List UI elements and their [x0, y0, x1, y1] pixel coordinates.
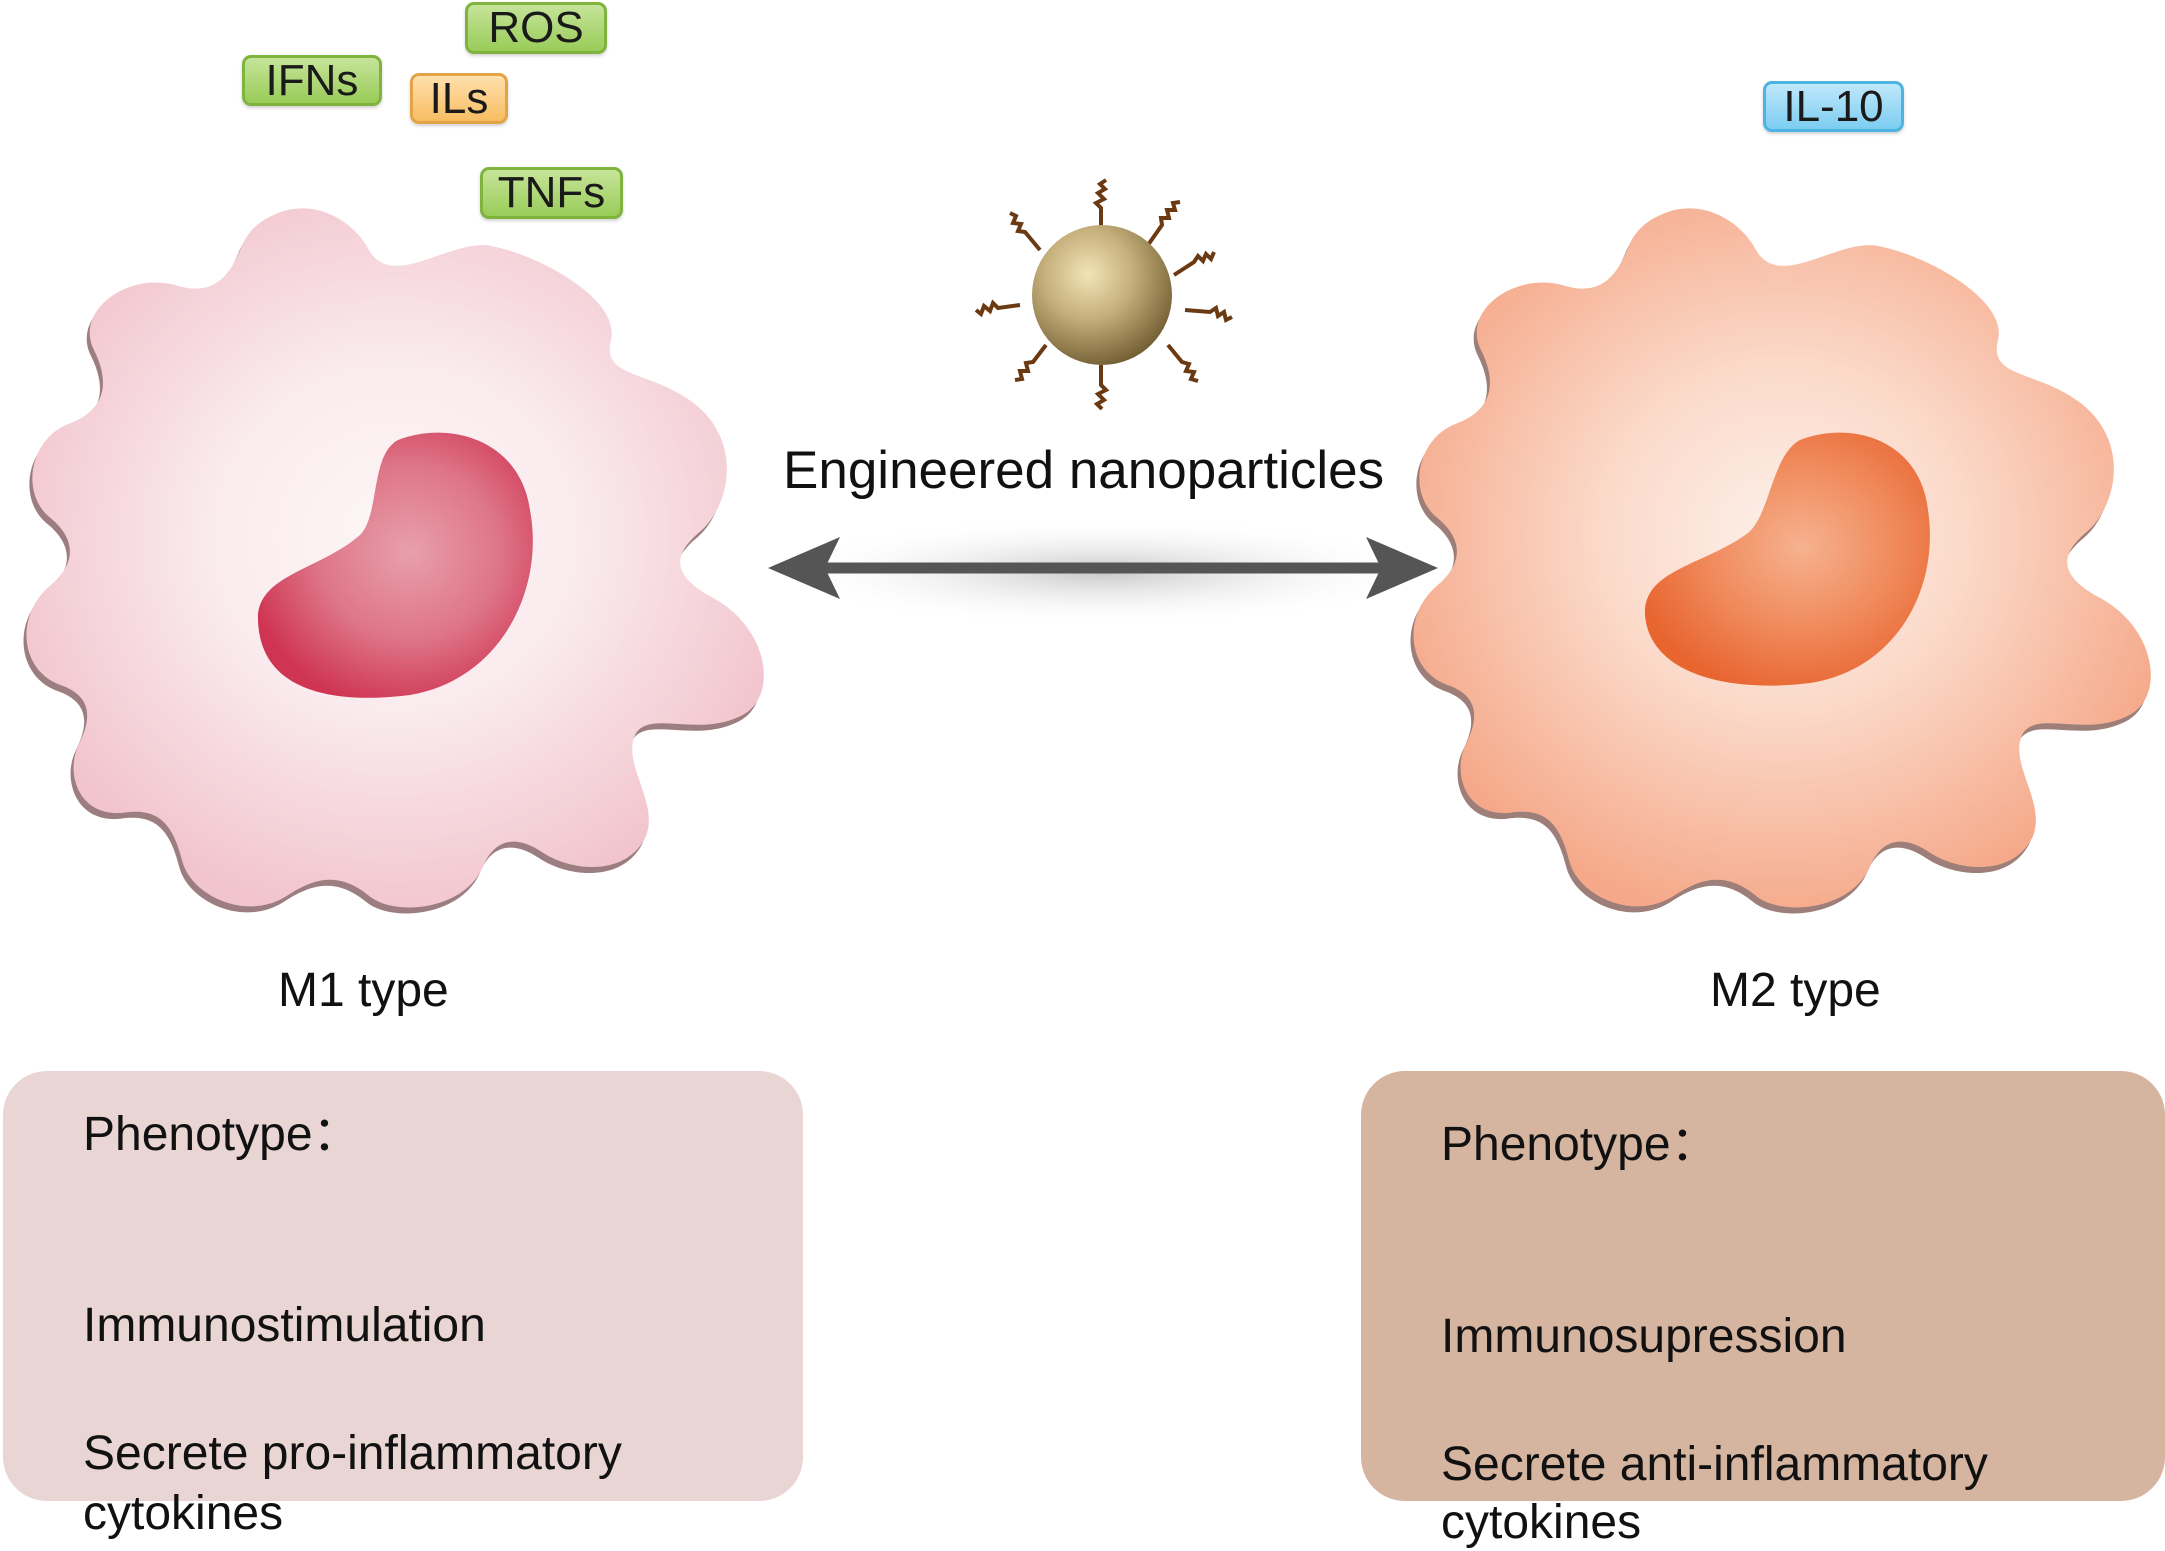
m1-panel-heading: Phenotype： [83, 1108, 361, 1161]
ligand-strand [1166, 343, 1199, 383]
ifns-tag: IFNs [242, 55, 382, 106]
ligand-strand [1093, 365, 1110, 411]
il10-tag: IL-10 [1763, 81, 1904, 132]
ils-tag: ILs [410, 73, 508, 124]
ligand-strand [974, 299, 1021, 318]
ligand-strand [1092, 178, 1109, 230]
m2-panel-heading: Phenotype： [1441, 1118, 1719, 1171]
nanoparticle-core [1032, 225, 1172, 365]
m2-panel-line-cytokines: cytokines [1441, 1496, 1642, 1549]
ligand-strand [1014, 343, 1048, 382]
m1-panel-line-cytokines: cytokines [83, 1487, 284, 1540]
nanoparticle-icon [974, 178, 1233, 411]
ligand-strand [1172, 250, 1216, 277]
m2-panel-line-secrete: Secrete anti-inflammatory [1441, 1438, 1988, 1491]
diagram-canvas [23, 178, 2151, 914]
ligand-strand [1184, 304, 1233, 323]
m1-type-label: M1 type [278, 964, 449, 1017]
m2-phenotype-panel: Phenotype： Immunosupression Secrete anti… [1361, 1071, 2165, 1549]
m2-type-label: M2 type [1710, 964, 1881, 1017]
m1-panel-line-secrete: Secrete pro-inflammatory [83, 1427, 622, 1480]
double-arrow [768, 517, 1438, 627]
m1-phenotype-panel: Phenotype： Immunostimulation Secrete pro… [3, 1071, 803, 1540]
ligand-strand [1009, 211, 1042, 252]
nanoparticle-label: Engineered nanoparticles [783, 441, 1385, 500]
ligand-strand [1146, 200, 1181, 247]
ros-tag: ROS [465, 2, 607, 54]
m2-macrophage [1410, 208, 2151, 914]
m1-nucleus [257, 432, 533, 698]
m1-macrophage [23, 208, 764, 914]
arrow-head-left [768, 537, 840, 599]
m2-nucleus [1644, 432, 1930, 686]
tnfs-tag: TNFs [480, 167, 623, 219]
m2-panel-line-immunosupression: Immunosupression [1441, 1310, 1847, 1363]
m1-panel-line-immunostimulation: Immunostimulation [83, 1299, 486, 1352]
arrow-head-right [1366, 537, 1438, 599]
